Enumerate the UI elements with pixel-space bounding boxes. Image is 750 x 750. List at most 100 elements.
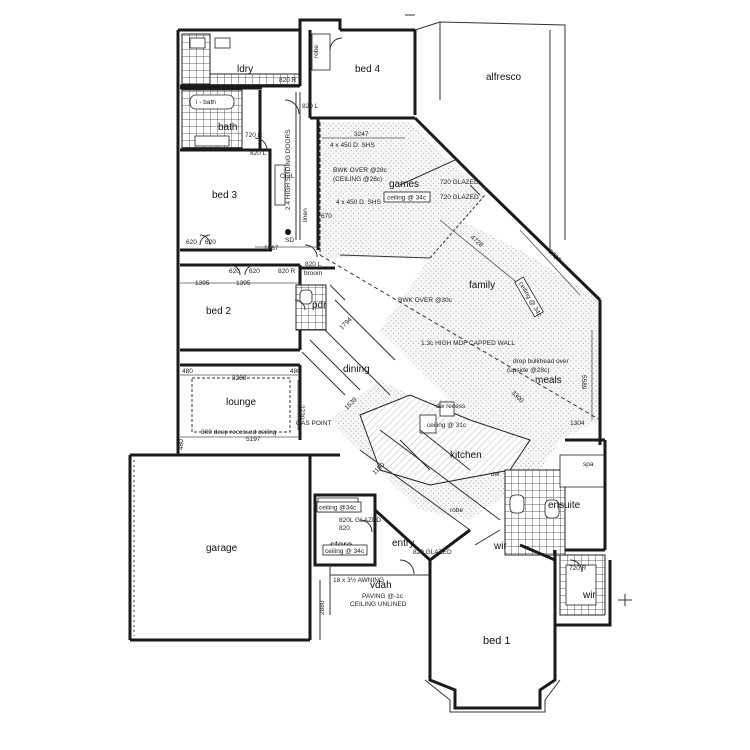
note-robe: robe — [313, 45, 320, 58]
note-glazed-entry: 820 GLAZED — [413, 549, 452, 556]
note-bulkhead-2: (upside @28c) — [507, 367, 549, 374]
room-family: family — [469, 280, 495, 291]
dimension-lines — [180, 137, 593, 438]
dining-walls — [301, 299, 396, 396]
ensuite-area — [504, 438, 612, 627]
bed3-walls — [180, 148, 286, 252]
note-bwk-games: BWK OVER @28c — [333, 167, 388, 174]
note-dw: dw — [491, 471, 500, 478]
dim-1794: 1794 — [338, 316, 353, 331]
dim-1304: 1304 — [570, 420, 585, 427]
note-ceiling-unlined: CEILING UNLINED — [350, 601, 407, 608]
dim-620-c: 620 — [229, 268, 240, 275]
room-bed1: bed 1 — [483, 635, 511, 647]
room-wir-1: wir — [493, 541, 507, 552]
room-pdr: pdr — [312, 300, 327, 311]
bed1-walls — [424, 528, 561, 713]
note-ceiling-kitchen: ceiling @ 31c — [427, 422, 467, 429]
ceiling-store-box — [322, 544, 368, 556]
room-dining: dining — [343, 364, 370, 375]
note-recessed: 300 deep recessed ceiling — [201, 429, 277, 436]
laundry — [180, 30, 302, 88]
kitchen-area — [359, 394, 531, 531]
room-alfresco: alfresco — [486, 72, 521, 83]
garage-walls — [133, 455, 312, 636]
dim-620-a: 620 — [186, 239, 197, 246]
room-wir-2: wir — [582, 590, 596, 601]
dim-820-l-b: 820 L — [250, 150, 267, 157]
dim-1395-a: 1395 — [195, 280, 210, 287]
dim-1395-b: 1395 — [236, 280, 251, 287]
label-spa: spa — [583, 461, 594, 468]
room-lounge: lounge — [226, 397, 256, 408]
living-walls — [319, 122, 601, 421]
room-entry: entry — [392, 538, 414, 549]
note-bwk-family: BWK OVER @30c — [398, 297, 453, 304]
north-marker-icon — [618, 594, 632, 606]
dim-820-l-c: 820 L — [305, 261, 322, 268]
note-glazed-b: 720 GLAZED — [440, 194, 479, 201]
room-vdah: vdah — [370, 580, 392, 591]
dim-1967: 1967 — [264, 245, 279, 252]
note-awning: 18 x 3½ AWNING — [333, 576, 384, 584]
dim-3247: 3247 — [354, 131, 369, 138]
room-meals: meals — [535, 375, 562, 386]
note-linen: linen — [302, 208, 309, 222]
note-glazed-a: 720 GLAZED — [440, 179, 479, 186]
note-ceiling-games-paren: (CEILING @28c) — [333, 176, 382, 183]
dim-820-r-top: 820 R — [279, 77, 297, 84]
note-gas-point: GAS POINT — [296, 420, 331, 427]
ceiling-entry-top-box — [316, 501, 362, 513]
dim-2880: 2880 — [319, 600, 326, 615]
room-bed3: bed 3 — [212, 190, 237, 201]
room-garage: garage — [206, 543, 238, 554]
dim-5197: 5197 — [246, 436, 261, 443]
dim-2730: 2730 — [298, 405, 305, 420]
dim-620-d: 620 — [249, 268, 260, 275]
note-ceiling-games: ceiling @ 34c — [387, 195, 427, 202]
room-games: games — [389, 179, 419, 190]
pdr-broom — [295, 266, 346, 331]
note-sd: SD — [285, 237, 294, 244]
alfresco-outline — [405, 14, 566, 250]
smoke-detector-icon — [285, 229, 291, 235]
dim-820-r-b: 820 R — [278, 268, 296, 275]
note-ceil: CEIL — [280, 173, 295, 180]
dim-3280: 3280 — [232, 375, 247, 382]
ceiling-family-box — [514, 276, 544, 318]
label-broom: broom — [304, 270, 322, 277]
note-dw-recess: dw recess — [436, 403, 466, 410]
ceiling-games-box — [383, 191, 431, 203]
note-paving: PAVING @-1c — [362, 593, 404, 600]
note-shs-bottom: 4 x 450 D. SHS — [336, 199, 381, 206]
dim-5589: 5589 — [580, 375, 587, 390]
dim-620-b: 620 — [205, 239, 216, 246]
dim-480-c: 480 — [178, 439, 185, 450]
bed4-walls — [308, 30, 343, 118]
bed2-walls — [180, 263, 302, 352]
note-glazed-store: 820L GLAZED — [339, 517, 381, 524]
bath-room — [180, 86, 262, 152]
note-shs-top: 4 x 450 D. SHS — [330, 142, 375, 149]
dim-820-l-a: 820 L — [302, 103, 319, 110]
note-bulkhead: drop bulkhead over — [513, 358, 569, 365]
room-ensuite: ensuite — [548, 500, 581, 511]
dim-820-store: 820 — [339, 525, 350, 532]
dim-480-b: 480 — [290, 368, 301, 375]
dim-720-r-2: 720 R — [569, 565, 587, 572]
room-bed4: bed 4 — [355, 64, 380, 75]
label-i-bath: i - bath — [196, 99, 216, 106]
corridor-lines — [295, 92, 320, 250]
door-swings — [254, 99, 583, 575]
note-capped-wall: 1.3c HIGH MDF CAPPED WALL — [421, 340, 515, 347]
room-bed2: bed 2 — [206, 306, 231, 317]
note-sliding-doors: 2.4 HIGH SLIDING DOORS — [285, 129, 292, 210]
note-ceiling-entry-top: ceiling @34c — [319, 505, 357, 512]
note-robe-2: robe — [450, 507, 463, 514]
room-ldry: ldry — [237, 64, 253, 75]
room-bath: bath — [218, 122, 237, 133]
dim-720-r: 720 R — [245, 132, 263, 139]
note-ceiling-store: ceiling @ 34c — [325, 548, 365, 555]
room-kitchen: kitchen — [450, 450, 482, 461]
